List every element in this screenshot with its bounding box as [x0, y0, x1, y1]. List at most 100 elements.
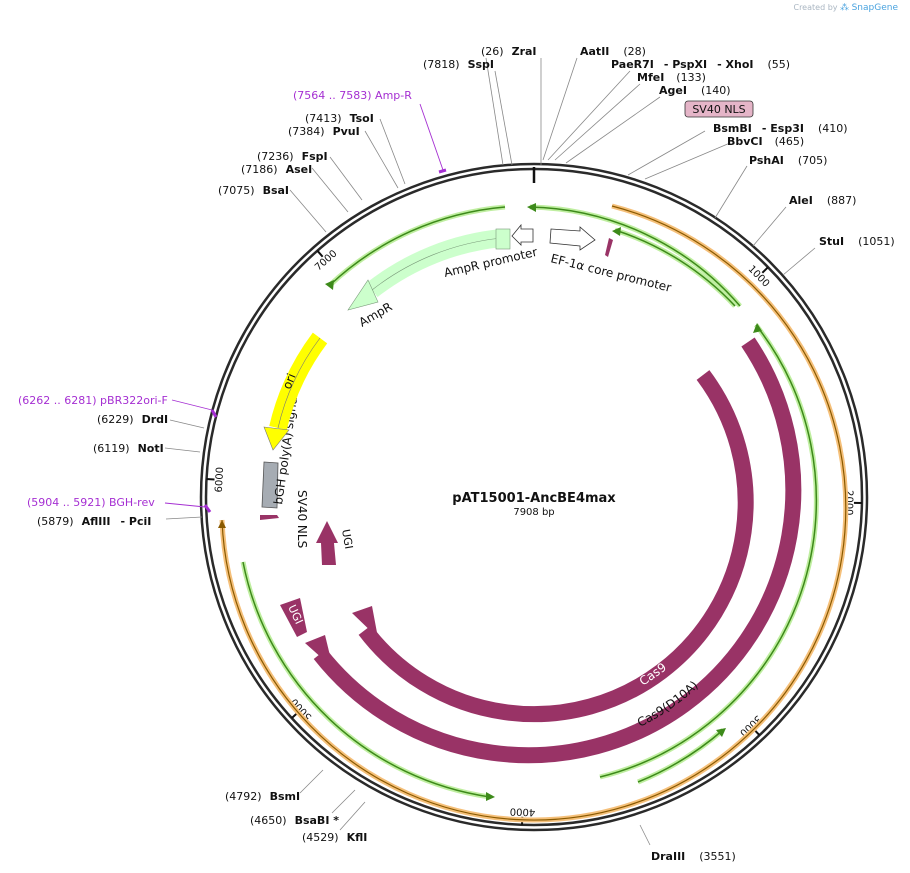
site-bsabi-pos: (4650)	[250, 814, 287, 827]
site-noti-pos: (6119)	[93, 442, 130, 455]
site-bsabi[interactable]: (4650) BsaBI *	[250, 814, 339, 827]
site-bsmi[interactable]: (4792) BsmI	[225, 790, 300, 803]
site-tsoi[interactable]: (7413) TsoI	[305, 112, 374, 125]
site-pshai-name: PshAI	[749, 154, 784, 167]
site-pvui[interactable]: (7384) PvuI	[288, 125, 360, 138]
orf-inner-arcs	[240, 203, 819, 801]
primer-amp-r[interactable]: (7564 .. 7583) Amp-R	[293, 89, 412, 102]
site-tsoi-pos: (7413)	[305, 112, 342, 125]
ugi-outer-feature: UGI	[280, 598, 307, 637]
site-paer7i-name: PaeR7I	[611, 58, 654, 71]
site-stui-name: StuI	[819, 235, 844, 248]
site-drdi[interactable]: (6229)DrdI	[97, 413, 168, 426]
site-mfei[interactable]: MfeI(133)	[637, 71, 706, 84]
sv40-nls-feature: SV40 NLS	[260, 238, 613, 548]
site-afliii-name: AflIII	[82, 515, 111, 528]
site-tsoi-name: TsoI	[350, 112, 374, 125]
site-bsmbi[interactable]: BsmBI - Esp3I (410)	[713, 122, 848, 135]
site-aatii[interactable]: AatII (28)	[580, 45, 646, 58]
site-aatii-pos: (28)	[623, 45, 646, 58]
ugi-inner-label: UGI	[339, 528, 355, 550]
cas9-feature: Cas9	[352, 370, 754, 723]
site-aatii-name: AatII	[580, 45, 609, 58]
site-pshai-pos: (705)	[798, 154, 828, 167]
primer-pbr322ori-f[interactable]: (6262 .. 6281) pBR322ori-F	[18, 394, 168, 407]
site-labels: (26)ZraI (7818)SspI AatII (28) PaeR7I - Ps…	[37, 45, 895, 863]
site-esp3i-name: - Esp3I	[762, 122, 804, 135]
sv40-nls-label: SV40 NLS	[295, 490, 309, 548]
site-stui-pos: (1051)	[858, 235, 895, 248]
site-mfei-pos: (133)	[676, 71, 706, 84]
site-zrai-name: ZraI	[512, 45, 537, 58]
site-fspi-pos: (7236)	[257, 150, 294, 163]
ef1a-label: EF-1α core promoter	[549, 251, 672, 295]
site-bbvci-pos: (465)	[775, 135, 805, 148]
site-bsabi-name: BsaBI *	[295, 814, 340, 827]
site-pvui-pos: (7384)	[288, 125, 325, 138]
ori-feature: ori	[263, 332, 328, 451]
site-sspi-pos: (7818)	[423, 58, 460, 71]
plasmid-length: 7908 bp	[513, 507, 554, 518]
ampr-feature: AmpR	[347, 228, 511, 330]
sv40-nls-callout-label: SV40 NLS	[692, 103, 745, 116]
site-fspi-name: FspI	[302, 150, 328, 163]
site-zrai[interactable]: (26)ZraI	[481, 45, 537, 58]
orf-outer-arc	[218, 203, 849, 823]
site-bsmi-pos: (4792)	[225, 790, 262, 803]
site-kfli[interactable]: (4529) KflI	[302, 831, 367, 844]
site-fspi[interactable]: (7236) FspI	[257, 150, 328, 163]
site-asei[interactable]: (7186) AseI	[241, 163, 312, 176]
site-paer7i-pos: (55)	[768, 58, 791, 71]
primer-marks	[203, 168, 447, 513]
site-bsai[interactable]: (7075) BsaI	[218, 184, 289, 197]
ugi-inner-feature: UGI	[316, 521, 355, 565]
primer-leaders	[164, 103, 444, 508]
credit-prefix: Created by	[793, 3, 838, 12]
sv40-nls-callout[interactable]: SV40 NLS	[684, 100, 754, 118]
site-bsai-name: BsaI	[263, 184, 289, 197]
site-afliii[interactable]: (5879) AflIII - PciI	[37, 515, 151, 528]
site-bbvci-name: BbvCI	[727, 135, 763, 148]
site-bsai-pos: (7075)	[218, 184, 255, 197]
site-draiii[interactable]: DraIII(3551)	[651, 850, 736, 863]
primer-labels: (7564 .. 7583) Amp-R (6262 .. 6281) pBR3…	[18, 89, 412, 509]
ori-label: ori	[280, 371, 299, 391]
tick-label-4000: 4000	[510, 805, 536, 817]
site-paer7i[interactable]: PaeR7I - PspXI - XhoI (55)	[611, 58, 790, 71]
site-noti-name: NotI	[138, 442, 164, 455]
site-kfli-name: KflI	[347, 831, 368, 844]
site-bbvci[interactable]: BbvCI (465)	[727, 135, 804, 148]
leader-lines	[164, 57, 816, 846]
site-xhoi-name: - XhoI	[717, 58, 753, 71]
tick-1000	[761, 266, 769, 274]
tick-label-6000: 6000	[214, 467, 226, 493]
site-drdi-name: DrdI	[142, 413, 169, 426]
site-bsmbi-name: BsmBI	[713, 122, 752, 135]
site-kfli-pos: (4529)	[302, 831, 339, 844]
site-alei-name: AleI	[789, 194, 813, 207]
plasmid-name: pAT15001-AncBE4max	[452, 491, 616, 506]
primer-bgh-rev[interactable]: (5904 .. 5921) BGH-rev	[27, 496, 155, 509]
backbone	[199, 162, 869, 832]
site-bsmbi-pos: (410)	[818, 122, 848, 135]
site-sspi[interactable]: (7818)SspI	[423, 58, 494, 71]
site-bsmi-name: BsmI	[270, 790, 301, 803]
site-pspxi-name: - PspXI	[664, 58, 707, 71]
site-alei[interactable]: AleI(887)	[789, 194, 856, 207]
credit-brand: SnapGene	[851, 3, 898, 13]
site-pvui-name: PvuI	[333, 125, 360, 138]
site-pcii-name: - PciI	[121, 515, 152, 528]
site-stui[interactable]: StuI (1051)	[819, 235, 895, 248]
site-agei-name: AgeI	[659, 84, 687, 97]
tick-7000	[316, 250, 324, 258]
site-pshai[interactable]: PshAI (705)	[749, 154, 827, 167]
site-asei-pos: (7186)	[241, 163, 278, 176]
site-noti[interactable]: (6119) NotI	[93, 442, 164, 455]
site-draiii-pos: (3551)	[699, 850, 736, 863]
site-asei-name: AseI	[286, 163, 313, 176]
site-agei[interactable]: AgeI(140)	[659, 84, 731, 97]
snapgene-credit: Created by ⁂ SnapGene	[793, 3, 898, 13]
site-afliii-pos: (5879)	[37, 515, 74, 528]
tick-label-2000: 2000	[843, 490, 854, 516]
